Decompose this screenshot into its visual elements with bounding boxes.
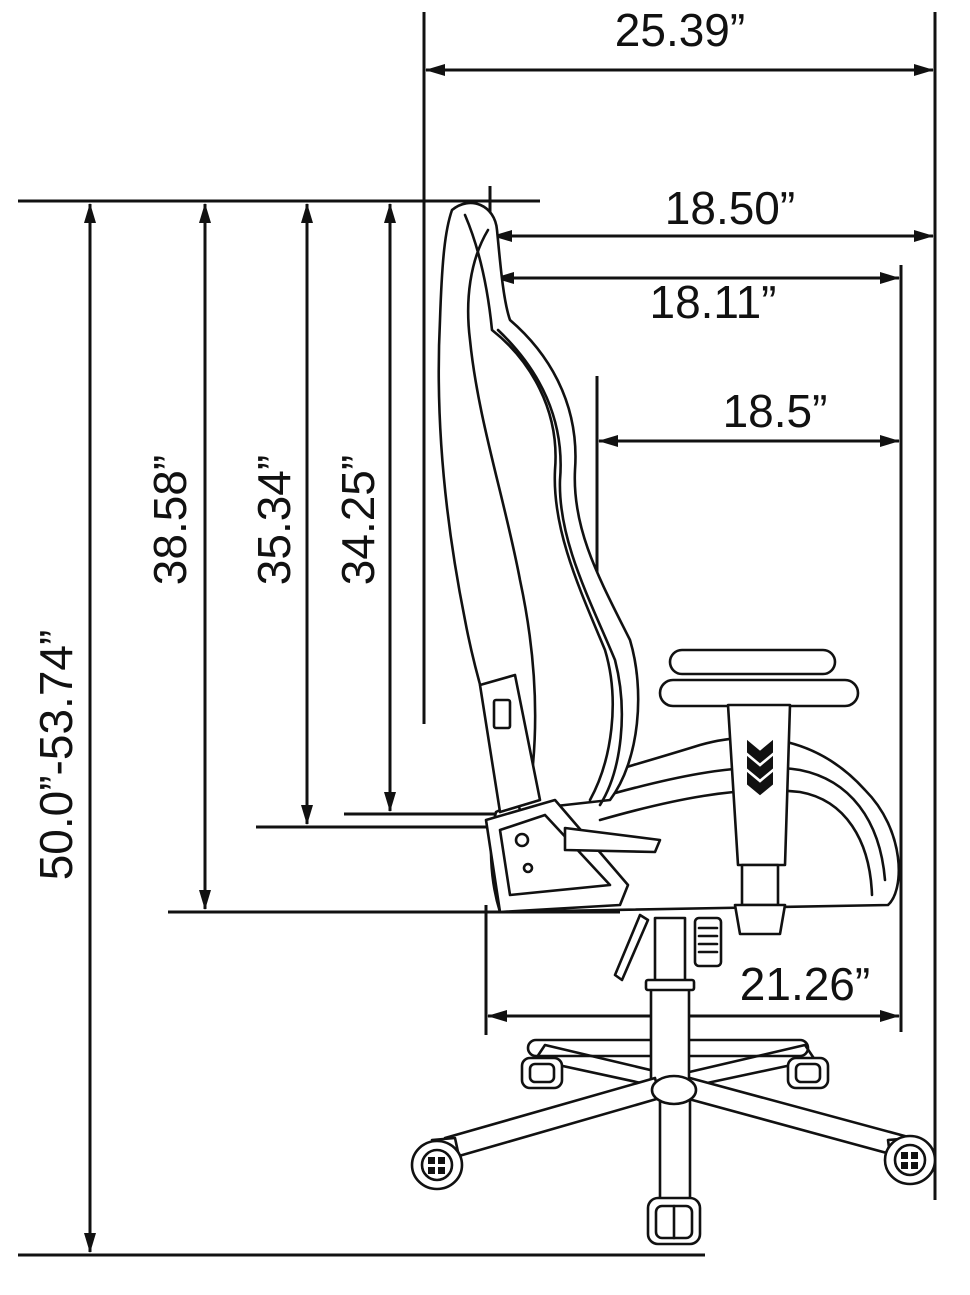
backrest-shell <box>437 201 640 812</box>
gas-cylinder-collar <box>644 978 696 992</box>
mechanism-bolt-1 <box>514 832 530 848</box>
armrest-foot <box>733 903 787 936</box>
backrest-rear-panel <box>466 228 537 792</box>
armrest-chevron-1 <box>747 739 773 764</box>
label-backrest-height: 34.25” <box>332 455 384 585</box>
caster-front-left <box>410 1136 464 1191</box>
caster-front-right <box>883 1134 937 1186</box>
label-overall-depth: 25.39” <box>615 4 745 56</box>
chair-base-front-spokes <box>443 1074 914 1202</box>
gas-cylinder-lower <box>649 980 691 1084</box>
recline-lever <box>563 826 662 854</box>
gaming-chair-side-view <box>410 201 937 1246</box>
label-backrest-depth: 18.50” <box>665 182 795 234</box>
backrest-side-bolster <box>496 328 624 807</box>
extension-lines <box>18 12 937 1257</box>
armrest-pad-top <box>668 648 837 676</box>
dimension-arrows <box>84 64 934 1253</box>
base-spoke-front-left <box>443 1076 662 1160</box>
label-total-height: 50.0”-53.74” <box>30 630 82 881</box>
label-armrest-depth: 18.5” <box>723 385 828 437</box>
label-armrest-height: 35.34” <box>248 455 300 585</box>
label-seat-height: 38.58” <box>144 455 196 585</box>
armrest-chevron-3 <box>747 771 773 796</box>
label-seat-depth-top: 18.11” <box>649 276 776 328</box>
seat-cushion-seam <box>588 766 887 882</box>
dimension-labels: 25.39” 18.50” 18.11” 18.5” 21.26” 50.0”-… <box>30 4 870 1010</box>
base-hub <box>650 1074 698 1106</box>
mechanism-bolt-2 <box>522 862 534 874</box>
tilt-lever <box>613 913 650 982</box>
seat-cushion-seam-2 <box>598 789 874 897</box>
base-spoke-front-right <box>683 1076 914 1160</box>
caster-front-center <box>646 1196 702 1246</box>
tension-knob <box>693 916 723 968</box>
armrest-pad-lower <box>658 678 860 708</box>
recline-slot <box>492 698 512 730</box>
base-spoke-front-center <box>658 1088 692 1202</box>
backrest-inner-edge <box>463 213 614 802</box>
armrest-chevron-2 <box>747 755 773 780</box>
label-base-diameter: 21.26” <box>740 958 870 1010</box>
side-mechanism-cover <box>484 798 630 914</box>
gas-cylinder-upper <box>653 916 687 990</box>
side-mechanism-inner <box>498 813 612 897</box>
caster-back-right <box>786 1056 830 1090</box>
caster-back-left <box>520 1056 564 1090</box>
armrest-lower-post <box>740 863 780 907</box>
